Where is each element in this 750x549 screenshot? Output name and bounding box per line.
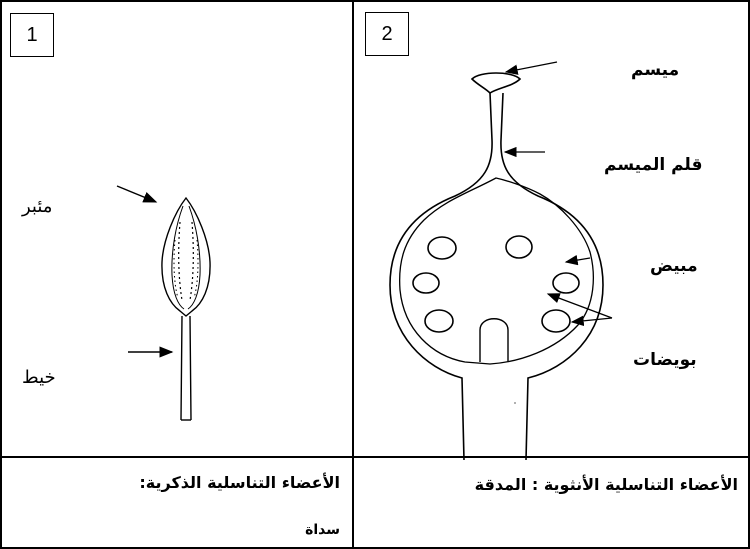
ovule — [428, 237, 456, 259]
anther-shape — [162, 198, 210, 316]
style-ovary-outline — [390, 93, 603, 460]
label-filament: خيط — [22, 367, 56, 388]
caption-female-organs: الأعضاء التناسلية الأنثوية : المدقة — [475, 475, 738, 494]
stamen-drawing — [117, 186, 210, 420]
filament-shape — [181, 316, 191, 420]
label-ovary: مبيض — [650, 256, 698, 276]
ovule — [506, 236, 532, 258]
caption-male-organs-line2: سداة — [305, 522, 340, 538]
ovule — [425, 310, 453, 332]
stigma-shape — [472, 73, 520, 93]
ovule — [542, 310, 570, 332]
label-style: قلم الميسم — [604, 155, 703, 175]
caption-male-organs: الأعضاء التناسلية الذكرية: — [139, 473, 340, 492]
ovule — [553, 273, 579, 293]
pistil-drawing — [390, 62, 612, 460]
ovule — [413, 273, 439, 293]
label-stigma: ميسم — [631, 60, 679, 80]
label-ovules: بويضات — [633, 350, 697, 370]
label-anther: مئبر — [22, 196, 52, 217]
